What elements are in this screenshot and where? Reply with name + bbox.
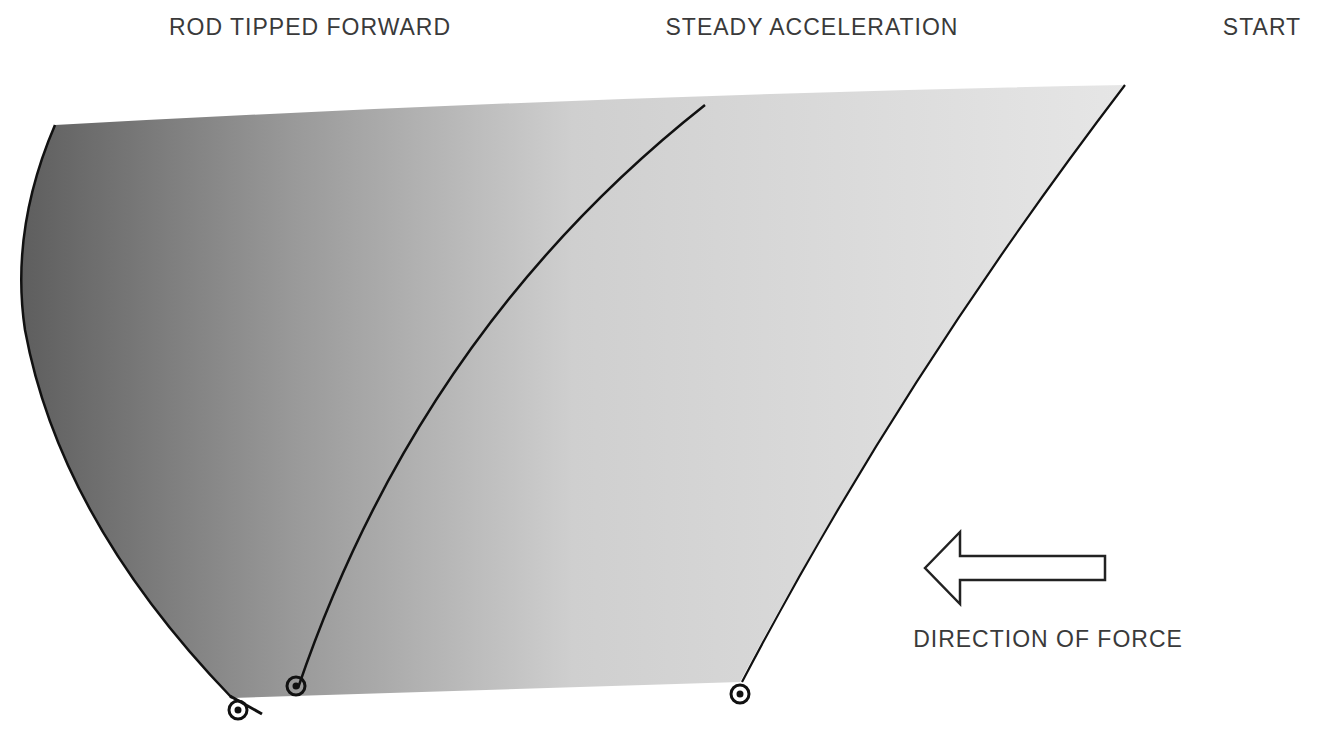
- rod-steady-acceleration: [298, 105, 705, 688]
- reel: [287, 677, 305, 695]
- rod-start: [742, 85, 1125, 682]
- reel: [229, 696, 262, 719]
- reel: [731, 685, 749, 703]
- rod-tipped-forward: [21, 125, 232, 698]
- position-label: ROD TIPPED FORWARD: [169, 14, 451, 41]
- sweep-area: [21, 85, 1125, 698]
- force-arrow: [925, 532, 1105, 604]
- position-label: STEADY ACCELERATION: [666, 14, 959, 41]
- position-label: DIRECTION OF FORCE: [913, 626, 1183, 653]
- position-label: START: [1223, 14, 1301, 41]
